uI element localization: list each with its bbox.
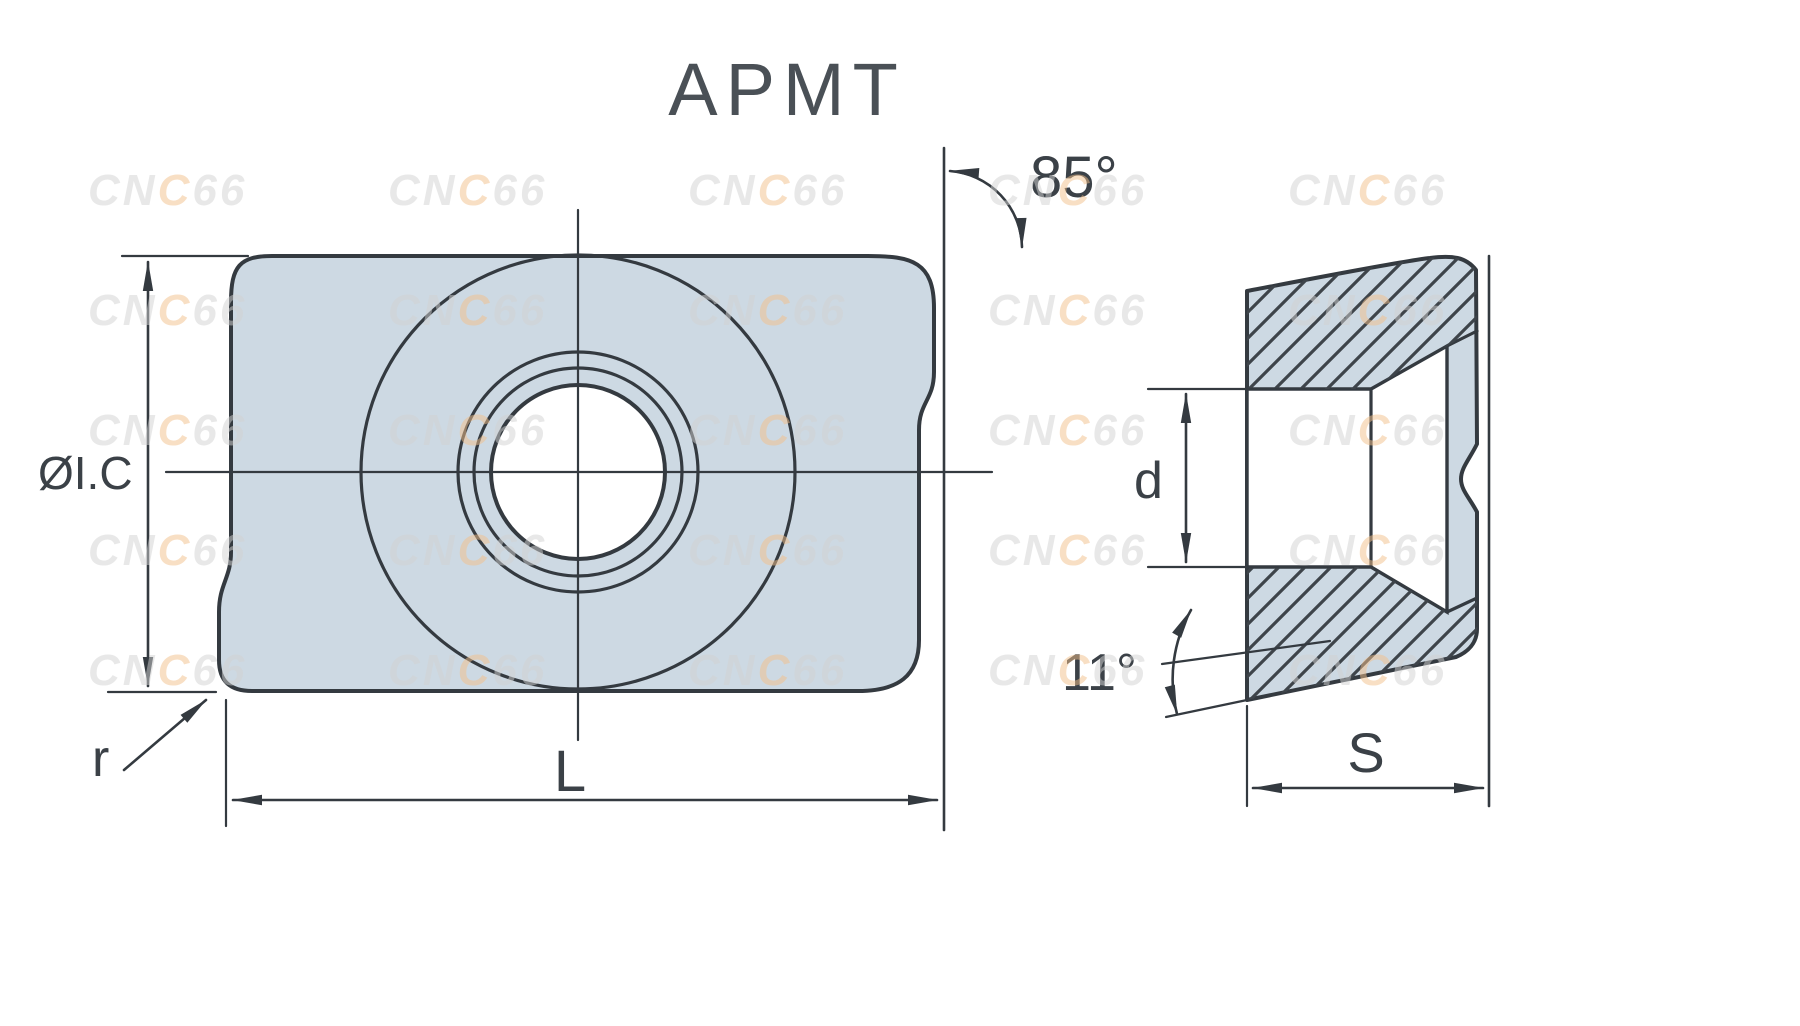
watermark-text: CNC66 — [1288, 286, 1447, 335]
annotation-clearance-angle: 11° — [1062, 608, 1332, 719]
clearance-angle-label: 11° — [1062, 644, 1137, 702]
watermark-text: CNC66 — [988, 166, 1147, 215]
watermark-text: CNC66 — [388, 646, 547, 695]
watermark-text: CNC66 — [988, 646, 1147, 695]
watermark-text: CNC66 — [688, 646, 847, 695]
watermark-text: CNC66 — [1288, 526, 1447, 575]
angle-arc — [1164, 608, 1193, 716]
watermark-text: CNC66 — [988, 286, 1147, 335]
watermark-text: CNC66 — [988, 526, 1147, 575]
watermark-text: CNC66 — [88, 406, 247, 455]
drawing-title: APMT — [668, 48, 906, 131]
dimension-inscribed-circle: ØI.C — [38, 254, 250, 694]
corner-radius-label: r — [92, 730, 109, 788]
watermark-text: CNC66 — [688, 166, 847, 215]
section-hatch-bottom — [1247, 567, 1477, 700]
watermark-text: CNC66 — [688, 526, 847, 575]
section-hatch-top — [1247, 256, 1477, 389]
dimension-length: L — [224, 146, 946, 832]
watermark-text: CNC66 — [388, 406, 547, 455]
thickness-label: S — [1347, 721, 1384, 784]
watermark-text: CNC66 — [1288, 646, 1447, 695]
watermark-text: CNC66 — [88, 166, 247, 215]
dimension-thickness: S — [1245, 254, 1491, 808]
watermark-text: CNC66 — [1288, 166, 1447, 215]
watermark-text: CNC66 — [388, 526, 547, 575]
watermark-text: CNC66 — [388, 166, 547, 215]
watermark-text: CNC66 — [388, 286, 547, 335]
watermark-text: CNC66 — [88, 286, 247, 335]
corner-angle-label: 85° — [1030, 145, 1118, 210]
annotation-corner-angle: 85° — [948, 145, 1118, 249]
dimension-hole-diameter: d — [1134, 387, 1334, 569]
inscribed-circle-label: ØI.C — [38, 447, 133, 499]
leader-line — [122, 698, 208, 772]
watermark-text: CNC66 — [688, 286, 847, 335]
insert-side-section-view: d 11° S — [1062, 254, 1491, 808]
watermark-text: CNC66 — [88, 646, 247, 695]
watermark-text: CNC66 — [688, 406, 847, 455]
annotation-corner-radius: r — [92, 698, 208, 788]
hole-diameter-label: d — [1134, 452, 1163, 510]
insert-top-view: ØI.C L r 85° — [38, 145, 1118, 832]
watermark-text: CNC66 — [988, 406, 1147, 455]
angle-arc — [948, 168, 1027, 249]
watermark-text: CNC66 — [1288, 406, 1447, 455]
watermark-text: CNC66 — [88, 526, 247, 575]
length-label: L — [554, 739, 586, 804]
